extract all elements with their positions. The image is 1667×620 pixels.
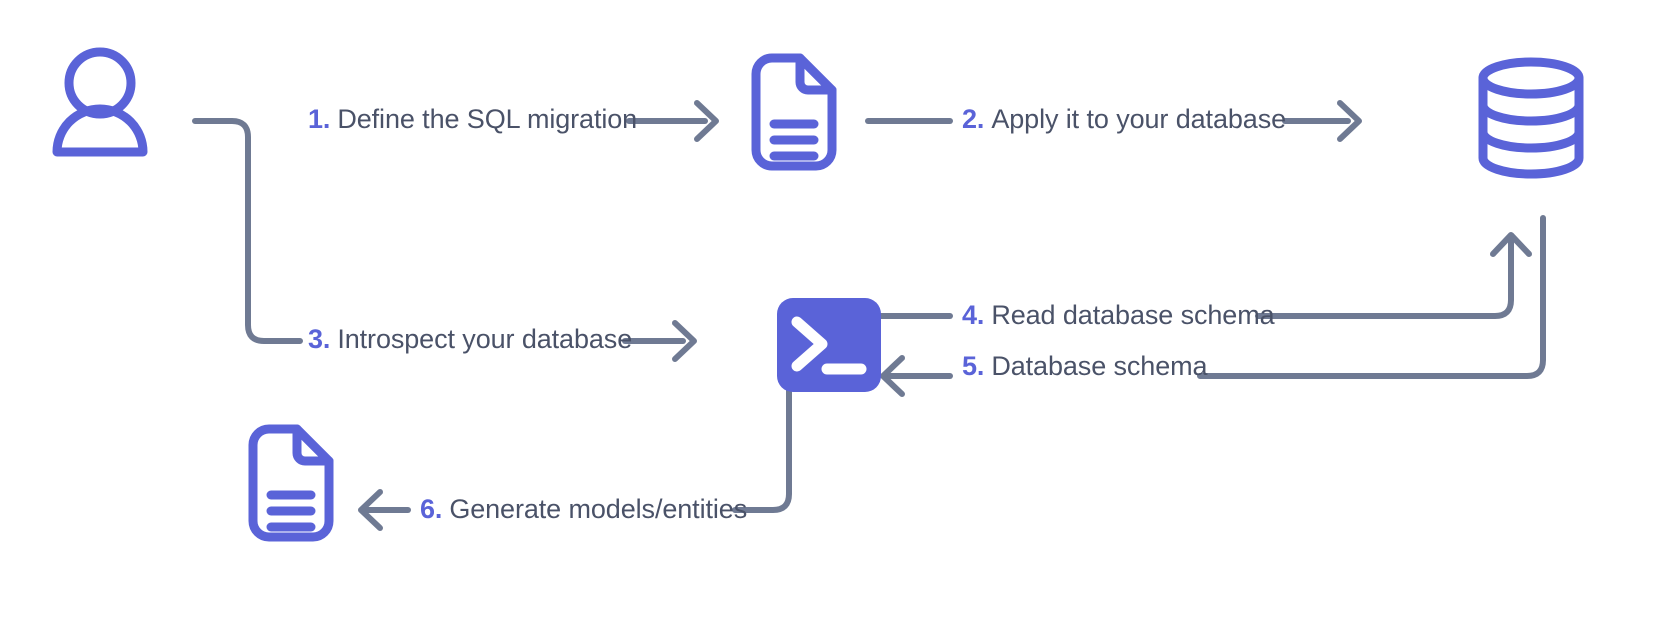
step-number-2: 2. bbox=[962, 104, 985, 134]
step-text-2: Apply it to your database bbox=[991, 104, 1287, 134]
step-label-3: 3.Introspect your database bbox=[308, 326, 632, 353]
step-label-6: 6.Generate models/entities bbox=[420, 496, 747, 523]
step-text-4: Read database schema bbox=[991, 300, 1275, 330]
step-label-4: 4.Read database schema bbox=[962, 302, 1275, 329]
connector-step6-post bbox=[732, 387, 792, 513]
step-text-6: Generate models/entities bbox=[449, 494, 748, 524]
document-icon-top bbox=[751, 53, 837, 180]
step-label-5: 5.Database schema bbox=[962, 351, 1208, 381]
connector-user-branch bbox=[192, 118, 303, 344]
arrowhead-step5 bbox=[880, 355, 905, 397]
arrowhead-step1 bbox=[694, 100, 719, 142]
terminal-chevron bbox=[791, 316, 828, 372]
database-band-2 bbox=[1478, 127, 1584, 153]
arrowhead-step6 bbox=[358, 489, 383, 531]
step-number-3: 3. bbox=[308, 324, 331, 354]
step-number-1: 1. bbox=[308, 104, 331, 134]
step-text-3: Introspect your database bbox=[337, 324, 633, 354]
database-band-1 bbox=[1478, 100, 1584, 126]
step-label-1: 1.Define the SQL migration bbox=[308, 106, 637, 133]
step-label-2: 2.Apply it to your database bbox=[962, 106, 1286, 133]
step-number-5: 5. bbox=[962, 351, 985, 381]
database-icon bbox=[1478, 57, 1584, 179]
step-number-4: 4. bbox=[962, 300, 985, 330]
arrowhead-step2 bbox=[1337, 100, 1362, 142]
user-icon bbox=[52, 47, 148, 157]
document-icon-bottom bbox=[248, 424, 334, 551]
arrowhead-step3 bbox=[672, 320, 697, 362]
connector-step5-post bbox=[1197, 215, 1546, 379]
arrowhead-step4 bbox=[1490, 232, 1532, 257]
terminal-icon bbox=[777, 298, 881, 392]
step-text-1: Define the SQL migration bbox=[337, 104, 638, 134]
step-number-6: 6. bbox=[420, 494, 443, 524]
connector-step4-post bbox=[1255, 233, 1514, 319]
step-text-5: Database schema bbox=[991, 351, 1208, 381]
